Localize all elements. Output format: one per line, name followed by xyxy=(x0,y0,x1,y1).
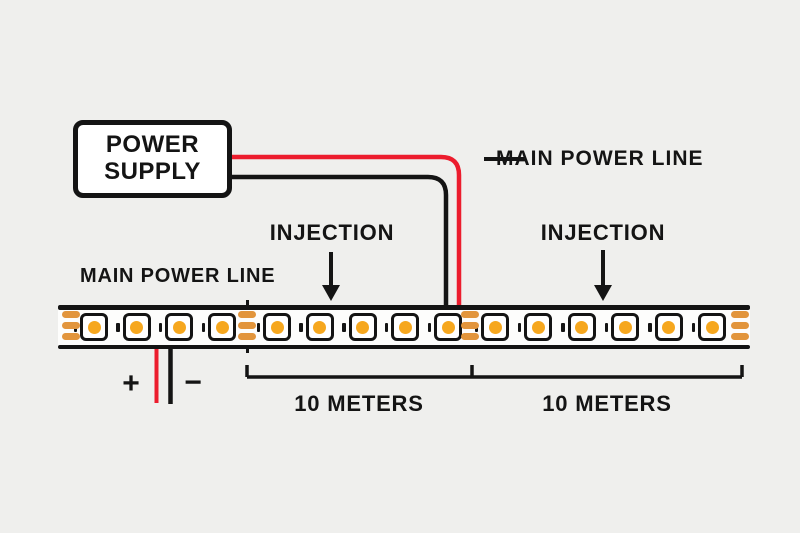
led-module xyxy=(263,313,291,341)
legend-label: MAIN POWER LINE xyxy=(496,147,704,170)
strip-bottom-edge xyxy=(58,344,750,349)
strip-title: MAIN POWER LINE xyxy=(80,265,276,287)
led-chip-dot xyxy=(662,320,676,334)
led-module xyxy=(567,313,596,341)
led-module xyxy=(122,313,151,341)
led-polarity-dash xyxy=(427,322,432,332)
solder-pad xyxy=(461,332,479,340)
strip-top-edge xyxy=(58,305,750,310)
led-polarity-dash xyxy=(648,322,652,332)
solder-pad-group xyxy=(731,310,749,340)
power-supply-box: POWER SUPPLY xyxy=(73,120,232,198)
dimension-label-1: 10 METERS xyxy=(294,391,424,416)
solder-pad xyxy=(731,321,749,329)
solder-pad-group xyxy=(238,310,256,340)
solder-pad xyxy=(62,332,80,340)
led-module xyxy=(698,313,726,341)
led-chip-dot xyxy=(531,320,545,334)
power-supply-label: POWER SUPPLY xyxy=(104,131,201,185)
led-module xyxy=(434,313,463,341)
led-polarity-dash xyxy=(201,322,206,332)
led-chip-dot xyxy=(130,320,144,334)
led-chip-dot xyxy=(313,320,327,334)
solder-pad xyxy=(461,321,479,329)
led-polarity-dash xyxy=(256,322,260,332)
solder-pad xyxy=(238,321,256,329)
solder-pad-group xyxy=(461,310,479,340)
led-module xyxy=(348,313,377,341)
injection-label-1: INJECTION xyxy=(269,220,395,245)
led-chip-dot xyxy=(618,320,632,334)
dimension-label-2: 10 METERS xyxy=(542,391,672,416)
solder-pad-group xyxy=(62,310,80,340)
injection-arrow-2-head xyxy=(594,285,612,301)
led-polarity-dash xyxy=(158,322,163,332)
led-chip-dot xyxy=(488,320,502,334)
led-chip-dot xyxy=(87,320,101,334)
led-polarity-dash xyxy=(299,322,303,332)
led-chip-dot xyxy=(441,320,455,334)
led-module xyxy=(80,313,108,341)
led-strip xyxy=(58,305,750,349)
led-module xyxy=(391,313,420,341)
led-polarity-dash xyxy=(384,322,389,332)
dimension-line xyxy=(245,365,744,379)
led-module xyxy=(305,313,334,341)
injection-arrow-1-head xyxy=(322,285,340,301)
solder-pad xyxy=(62,321,80,329)
led-module xyxy=(654,313,683,341)
minus-label: − xyxy=(184,366,202,399)
led-polarity-dash xyxy=(116,322,120,332)
led-module xyxy=(165,313,194,341)
led-polarity-dash xyxy=(342,322,346,332)
led-chip-dot xyxy=(270,320,284,334)
led-module xyxy=(524,313,553,341)
solder-pad xyxy=(238,310,256,318)
led-polarity-dash xyxy=(561,322,565,332)
solder-pad xyxy=(461,310,479,318)
led-chip-dot xyxy=(705,320,719,334)
plus-label: + xyxy=(122,367,140,400)
injection-label-2: INJECTION xyxy=(540,220,666,245)
led-polarity-dash xyxy=(691,322,695,332)
led-chip-dot xyxy=(356,320,370,334)
legend: MAIN POWER LINE xyxy=(484,147,704,171)
led-module xyxy=(611,313,640,341)
solder-pad xyxy=(238,332,256,340)
solder-pad xyxy=(731,332,749,340)
led-chip-dot xyxy=(215,320,229,334)
led-chip-dot xyxy=(575,320,589,334)
led-module xyxy=(481,313,509,341)
led-chip-dot xyxy=(172,320,186,334)
led-module xyxy=(208,313,237,341)
led-polarity-dash xyxy=(604,322,609,332)
solder-pad xyxy=(62,310,80,318)
solder-pad xyxy=(731,310,749,318)
led-chip-dot xyxy=(398,320,412,334)
led-polarity-dash xyxy=(517,322,522,332)
